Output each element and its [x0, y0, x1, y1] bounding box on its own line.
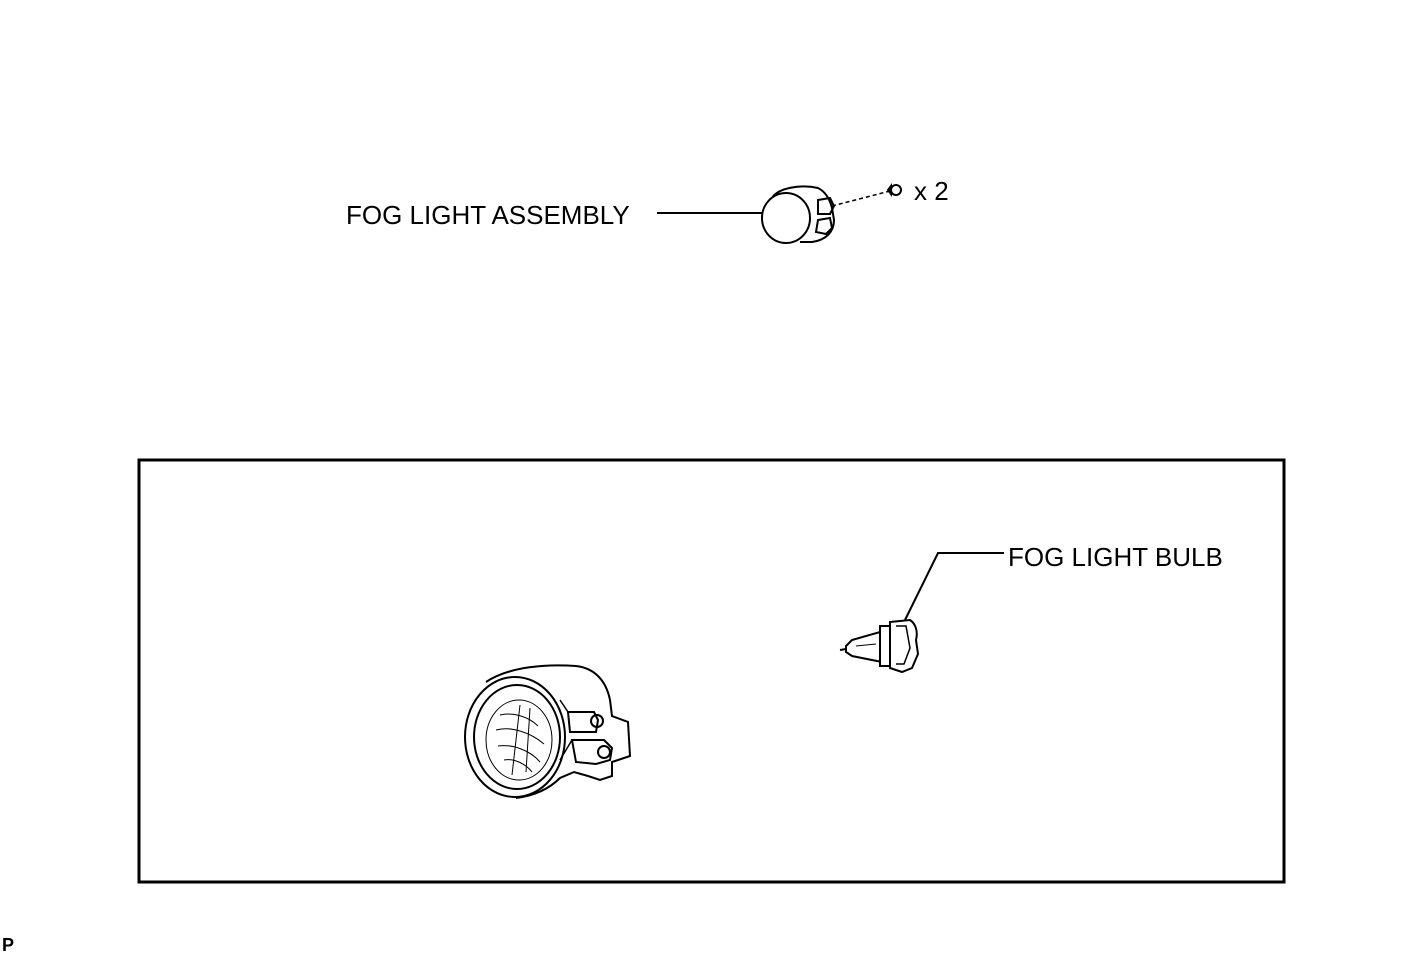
screw-dashed-path: [831, 190, 891, 207]
fog-light-bulb-label: FOG LIGHT BULB: [1008, 542, 1223, 572]
fog-light-assembly-label: FOG LIGHT ASSEMBLY: [346, 200, 630, 230]
screw-icon: [890, 184, 902, 196]
figure-code-label: P: [2, 935, 15, 955]
screw-quantity-label: x 2: [914, 176, 949, 206]
fog-light-assembly-small: [657, 183, 902, 244]
fog-light-assembly-large: [464, 664, 632, 799]
detail-frame: [137, 458, 1286, 884]
fog-light-bulb-icon: [839, 552, 1004, 674]
bulb-leader-line: [904, 552, 1004, 621]
